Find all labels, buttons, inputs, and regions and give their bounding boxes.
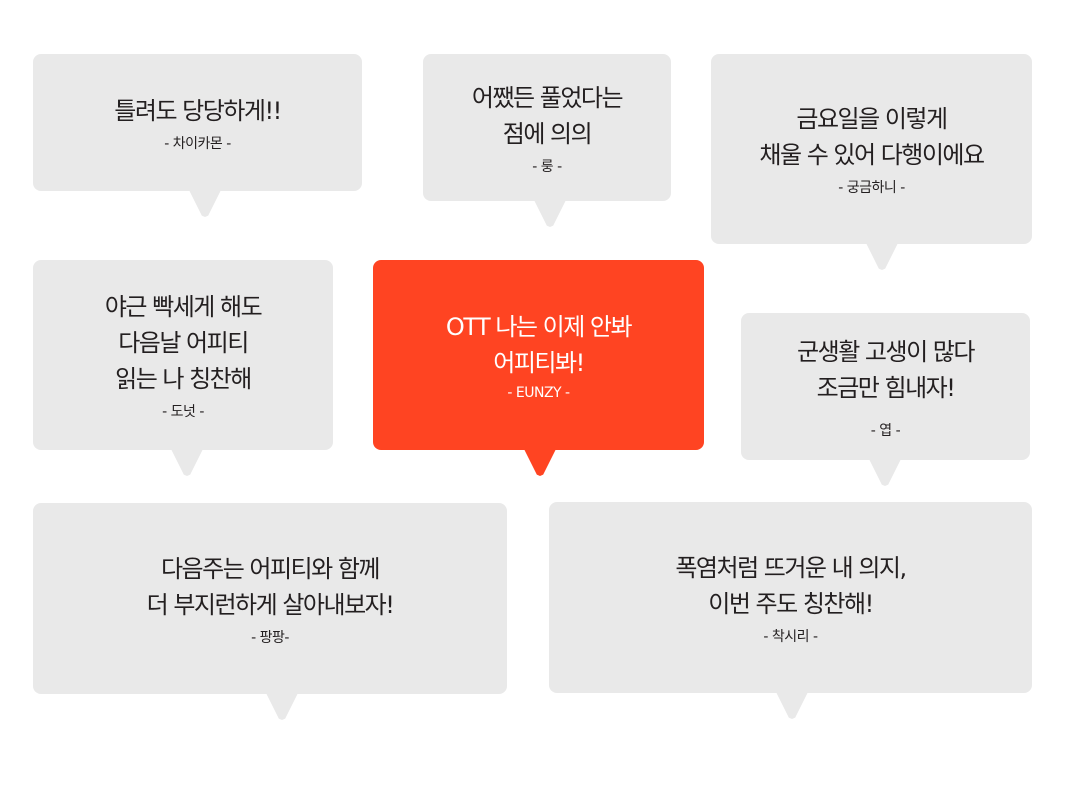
- comment-author: - 궁금하니 -: [838, 180, 905, 196]
- bubble-tail: [534, 200, 566, 227]
- comment-bubble-2: 어쨌든 풀었다는 점에 의의 - 룽 -: [423, 54, 671, 227]
- comment-bubble-3: 금요일을 이렇게 채울 수 있어 다행이에요 - 궁금하니 -: [711, 54, 1032, 270]
- comment-author: - EUNZY -: [507, 385, 570, 401]
- comment-author: - 룽 -: [532, 158, 562, 175]
- comment-author: - 엽 -: [870, 422, 901, 439]
- bubble-tail: [524, 449, 556, 476]
- comment-author: - 도넛 -: [162, 404, 204, 420]
- comment-message: 야근 빡세게 해도 다음날 어피티 읽는 나 칭찬해: [104, 293, 263, 393]
- comment-message: OTT 나는 이제 안봐 어피티봐!: [445, 313, 633, 377]
- comment-message: 군생활 고생이 많다 조금만 힘내자!: [797, 337, 975, 402]
- comment-bubble-featured: OTT 나는 이제 안봐 어피티봐! - EUNZY -: [373, 260, 704, 476]
- comment-message: 폭염처럼 뜨거운 내 의지, 이번 주도 칭찬해!: [675, 553, 907, 618]
- comment-message: 어쨌든 풀었다는 점에 의의: [471, 83, 624, 148]
- bubble-tail: [776, 692, 808, 719]
- comment-bubble-1: 틀려도 당당하게!! - 차이카몬 -: [33, 54, 362, 217]
- comment-bubble-6: 군생활 고생이 많다 조금만 힘내자! - 엽 -: [741, 313, 1030, 486]
- comment-bubble-7: 다음주는 어피티와 함께 더 부지런하게 살아내보자! - 팡팡-: [33, 503, 507, 720]
- comment-author: - 차이카몬 -: [164, 135, 231, 152]
- bubble-tail: [189, 190, 221, 217]
- comment-author: - 팡팡-: [251, 629, 289, 646]
- bubble-tail: [266, 693, 298, 720]
- comment-message: 틀려도 당당하게!!: [114, 96, 282, 125]
- comment-message: 금요일을 이렇게 채울 수 있어 다행이에요: [759, 105, 985, 169]
- bubble-tail: [171, 449, 203, 476]
- bubble-tail: [866, 243, 898, 270]
- comment-bubble-4: 야근 빡세게 해도 다음날 어피티 읽는 나 칭찬해 - 도넛 -: [33, 260, 333, 476]
- comment-message: 다음주는 어피티와 함께 더 부지런하게 살아내보자!: [146, 554, 395, 619]
- bubble-tail: [869, 459, 901, 486]
- comment-bubble-8: 폭염처럼 뜨거운 내 의지, 이번 주도 칭찬해! - 착시리 -: [549, 502, 1032, 719]
- comment-author: - 착시리 -: [763, 628, 818, 645]
